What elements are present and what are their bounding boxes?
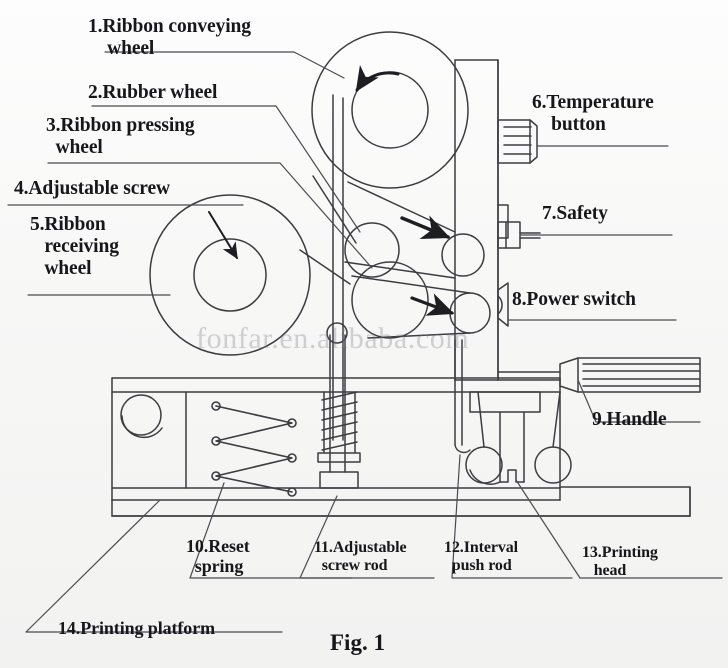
rubber-wheel bbox=[344, 222, 400, 278]
label-power-switch: 8.Power switch bbox=[512, 289, 636, 310]
label-temperature-button: 6.Temperature button bbox=[532, 92, 654, 135]
figure-caption: Fig. 1 bbox=[330, 630, 385, 655]
printing-head-part bbox=[465, 391, 572, 485]
label-ribbon-pressing-wheel: 3.Ribbon pressing wheel bbox=[46, 115, 195, 158]
label-safety: 7.Safety bbox=[542, 203, 608, 224]
label-interval-push-rod: 12.Interval push rod bbox=[444, 539, 519, 574]
power-switch-part bbox=[497, 282, 509, 327]
label-rubber-wheel: 2.Rubber wheel bbox=[88, 82, 218, 103]
label-handle: 9.Handle bbox=[592, 409, 667, 430]
label-reset-spring: 10.Reset spring bbox=[186, 536, 250, 577]
handle-part bbox=[497, 357, 701, 393]
machine-base bbox=[111, 377, 691, 517]
label-printing-head: 13.Printing head bbox=[582, 544, 658, 579]
ribbon-receiving-wheel bbox=[149, 194, 311, 356]
interval-push-rod-part bbox=[454, 339, 471, 454]
safety-part bbox=[497, 221, 541, 249]
ribbon-conveying-wheel bbox=[311, 31, 469, 189]
label-printing-platform: 14.Printing platform bbox=[58, 618, 215, 638]
label-adjustable-screw: 4.Adjustable screw bbox=[14, 178, 170, 199]
label-ribbon-receiving-wheel: 5.Ribbon receiving wheel bbox=[30, 214, 119, 279]
adjustable-screw-rod-part bbox=[317, 322, 361, 489]
temperature-button-part bbox=[497, 119, 538, 164]
label-ribbon-conveying-wheel: 1.Ribbon conveying wheel bbox=[88, 16, 251, 59]
reset-spring-part bbox=[211, 401, 297, 497]
label-adjustable-screw-rod: 11.Adjustable screw rod bbox=[314, 539, 407, 574]
